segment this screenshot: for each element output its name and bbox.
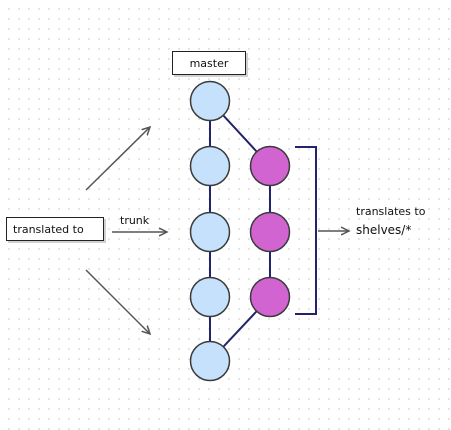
- translated-to-label: translated to: [13, 222, 84, 236]
- translates-to-label: translates to: [356, 205, 426, 218]
- shelf-commit-node: [249, 211, 291, 253]
- arrow-down-right: [85, 269, 150, 334]
- shelf-commits: [249, 145, 291, 318]
- trunk-label: trunk: [120, 214, 150, 227]
- shelves-bracket: [295, 146, 317, 315]
- translation-arrows: [85, 127, 349, 334]
- translated-to-label-box: translated to: [6, 217, 104, 241]
- shelves-label: shelves/*: [356, 223, 412, 237]
- shelf-commit-node: [249, 145, 291, 187]
- trunk-commit-node: [189, 276, 231, 318]
- master-label: master: [189, 56, 229, 70]
- shelf-commit-node: [249, 276, 291, 318]
- trunk-commit-node: [189, 80, 231, 122]
- arrow-up-right: [85, 127, 150, 191]
- master-label-box: master: [172, 51, 246, 75]
- trunk-commit-node: [189, 340, 231, 382]
- trunk-commit-node: [189, 211, 231, 253]
- trunk-commit-node: [189, 145, 231, 187]
- trunk-commits: [189, 80, 231, 382]
